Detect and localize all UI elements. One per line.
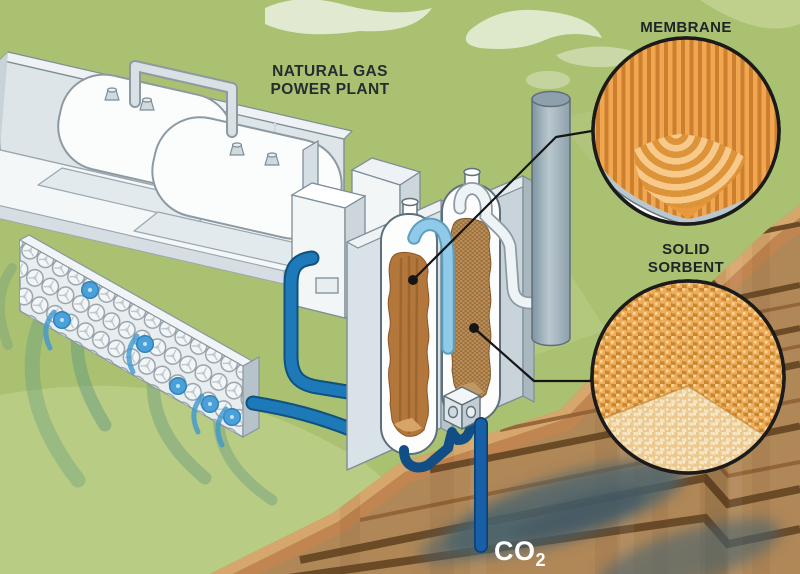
funnel-vents bbox=[104, 87, 155, 111]
wellhead-port bbox=[465, 405, 477, 419]
sorbent-callout-line bbox=[473, 327, 592, 383]
co2-label-main: CO bbox=[494, 536, 536, 566]
membrane-callout-line bbox=[412, 129, 593, 281]
membrane-callout bbox=[591, 36, 781, 226]
membrane-callout-dot bbox=[408, 275, 418, 285]
membrane-wound-layers bbox=[634, 134, 746, 212]
sorbent-label-line1: SOLID bbox=[662, 241, 710, 258]
fan-airflow-arcs bbox=[43, 309, 229, 448]
membrane-label: MEMBRANE bbox=[640, 19, 732, 36]
sorbent-label-line2: SORBENT bbox=[648, 259, 724, 276]
grass-light-patch bbox=[700, 0, 800, 29]
power-plant-building bbox=[0, 51, 353, 285]
co2-label: CO2 bbox=[494, 536, 546, 570]
plant-title-line2: POWER PLANT bbox=[271, 81, 390, 98]
sorbent-beads-light bbox=[594, 386, 784, 473]
flue-gas-pipe-from-boiler bbox=[283, 250, 368, 402]
labels: NATURAL GAS POWER PLANT MEMBRANE SOLID S… bbox=[271, 19, 732, 276]
steam-swirl-icon bbox=[265, 0, 432, 35]
wellhead-port bbox=[447, 405, 459, 419]
active-blue-fans bbox=[52, 280, 242, 427]
fan-grid bbox=[20, 240, 243, 437]
membrane-column bbox=[380, 197, 438, 455]
overhead-pipe bbox=[129, 60, 238, 138]
steam-swirl-icon bbox=[465, 9, 602, 50]
smokestack bbox=[531, 90, 571, 347]
sorbent-callout-dot bbox=[469, 323, 479, 333]
steam-swirls bbox=[265, 0, 644, 89]
sorbent-bed bbox=[449, 217, 492, 401]
steam-swirl-icon bbox=[526, 71, 570, 89]
boiler-vent bbox=[315, 277, 339, 294]
interconnect-pipe bbox=[407, 217, 455, 355]
co2-storage-plume bbox=[419, 460, 782, 574]
co2-label-subscript: 2 bbox=[536, 550, 547, 570]
plant-title-line1: NATURAL GAS bbox=[272, 63, 388, 80]
callout-lines bbox=[408, 129, 593, 383]
clean-flue-pipe bbox=[453, 182, 553, 310]
cooling-fan-array bbox=[18, 234, 260, 448]
